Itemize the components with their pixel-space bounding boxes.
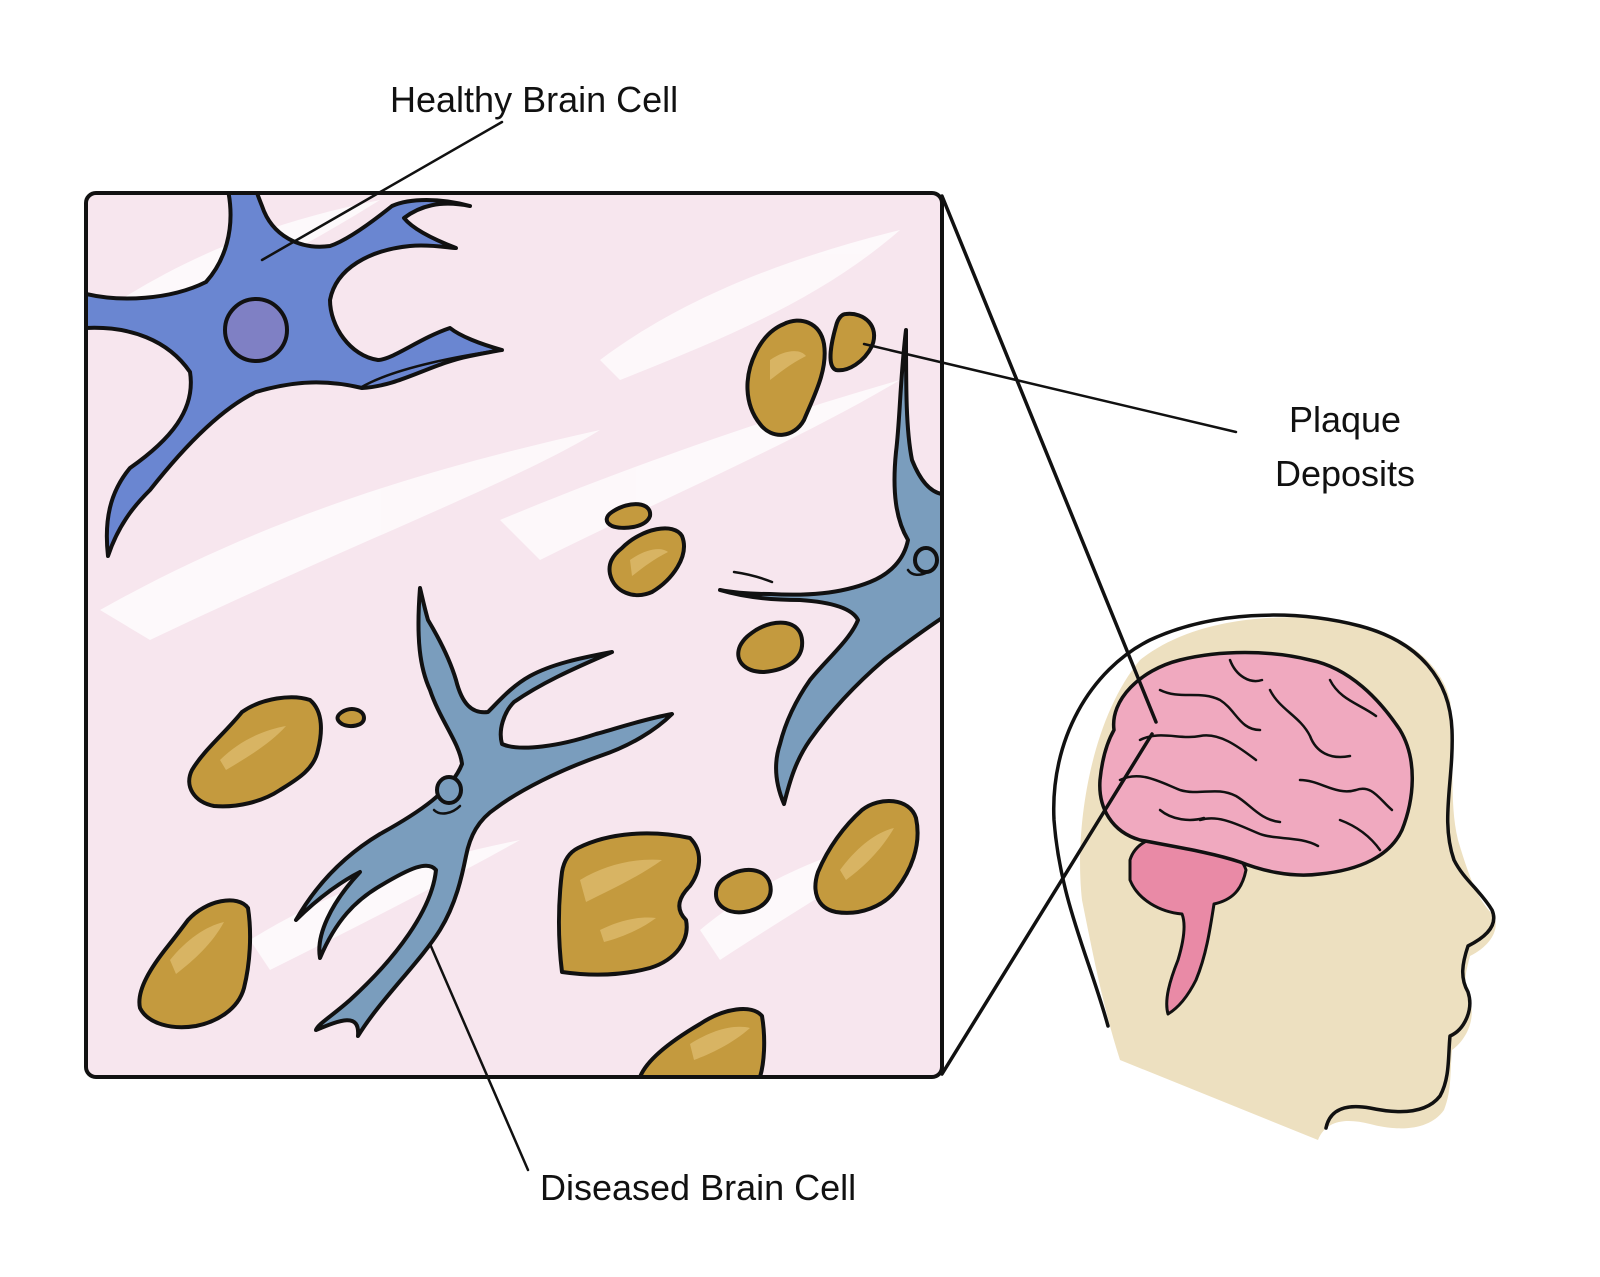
leader-healthy — [260, 120, 504, 262]
diseased-cell-body-lower — [294, 586, 674, 1038]
plaque-deposit — [187, 695, 323, 809]
brain — [1098, 650, 1414, 1016]
leader-plaque — [862, 342, 1238, 434]
label-plaque: Plaque — [1289, 399, 1401, 440]
plaque-deposit — [813, 798, 920, 915]
diseased-brain-cell-lower — [294, 586, 674, 1038]
zoom-line-bottom — [940, 732, 1154, 1076]
plaque-deposit — [557, 831, 701, 977]
leader-lines — [260, 120, 1238, 1172]
zoom-connector-lines — [940, 194, 1158, 1076]
plaque-deposit — [638, 1007, 767, 1077]
zoom-line-top — [940, 194, 1158, 724]
brain-folds — [1118, 658, 1394, 852]
healthy-cell-nucleus — [223, 297, 289, 363]
plaque-deposit — [335, 707, 366, 728]
healthy-brain-cell — [86, 193, 504, 558]
label-deposits: Deposits — [1275, 453, 1415, 494]
tissue-frame — [84, 191, 944, 1079]
diseased-cell-nucleus-lower — [435, 775, 463, 805]
head-profile — [1052, 613, 1496, 1140]
plaque-deposit — [828, 311, 876, 373]
plaque-deposit — [137, 898, 253, 1030]
plaque-deposits — [137, 311, 920, 1077]
plaque-deposit — [607, 526, 686, 598]
diseased-cell-body-upper — [718, 328, 942, 806]
plaque-deposit — [604, 502, 653, 530]
head-outline — [1052, 613, 1496, 1130]
diseased-cell-nucleus-upper — [913, 546, 939, 574]
magnified-tissue-view — [84, 191, 944, 1079]
leader-diseased — [428, 942, 530, 1172]
plaque-deposit — [745, 318, 827, 437]
label-diseased-brain-cell: Diseased Brain Cell — [540, 1167, 856, 1208]
plaque-deposit — [714, 867, 773, 915]
diseased-brain-cell-upper — [718, 328, 942, 806]
tissue-background — [86, 193, 942, 1077]
label-healthy-brain-cell: Healthy Brain Cell — [390, 79, 678, 120]
plaque-deposit — [736, 620, 805, 674]
